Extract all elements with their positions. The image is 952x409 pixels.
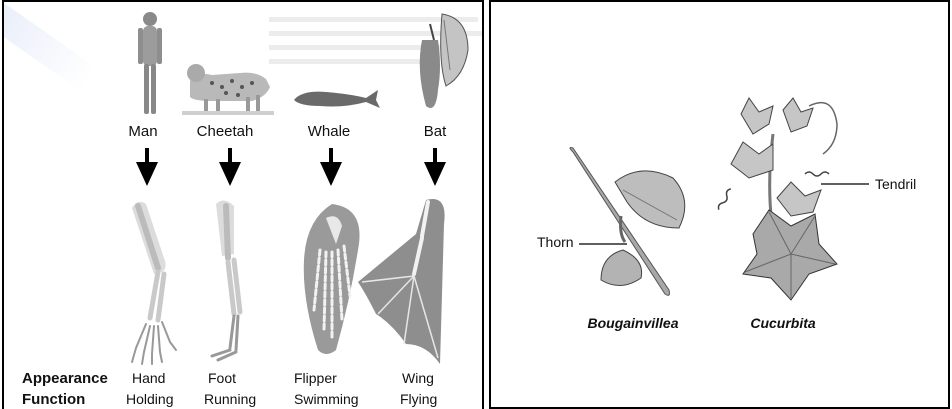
appearance-row-label: Appearance <box>22 370 108 387</box>
function-flying: Flying <box>400 391 437 407</box>
plant-modifications-panel: Thorn Bougainvillea Tendril Cucurbita <box>489 0 950 409</box>
structure-flipper: Flipper <box>294 370 337 386</box>
animal-label-cheetah: Cheetah <box>197 123 254 140</box>
animal-label-bat: Bat <box>424 123 447 140</box>
structure-wing: Wing <box>402 370 434 386</box>
whale-figure <box>292 86 382 112</box>
cucurbita-illustration <box>713 94 853 306</box>
bat-wing-skeleton <box>356 194 476 368</box>
human-arm-skeleton <box>124 198 184 366</box>
function-holding: Holding <box>126 391 173 407</box>
function-row-label: Function <box>22 391 85 408</box>
tendril-label: Tendril <box>875 176 916 192</box>
function-swimming: Swimming <box>294 391 359 407</box>
animal-label-whale: Whale <box>308 123 351 140</box>
cheetah-figure <box>182 57 274 115</box>
structure-foot: Foot <box>208 370 236 386</box>
bougainvillea-illustration <box>561 142 701 302</box>
decorative-stripe <box>2 0 97 91</box>
homologous-organs-panel: Man Cheetah Whale Bat <box>2 0 484 409</box>
function-running: Running <box>204 391 256 407</box>
bougainvillea-caption: Bougainvillea <box>587 315 678 331</box>
thorn-label: Thorn <box>537 234 574 250</box>
cheetah-leg-skeleton <box>204 198 260 362</box>
animal-label-man: Man <box>128 123 157 140</box>
man-figure <box>132 10 168 118</box>
thorn-pointer-line <box>579 242 629 246</box>
bat-figure <box>412 10 472 114</box>
tendril-pointer-line <box>821 182 871 186</box>
cucurbita-caption: Cucurbita <box>750 315 815 331</box>
structure-hand: Hand <box>132 370 165 386</box>
